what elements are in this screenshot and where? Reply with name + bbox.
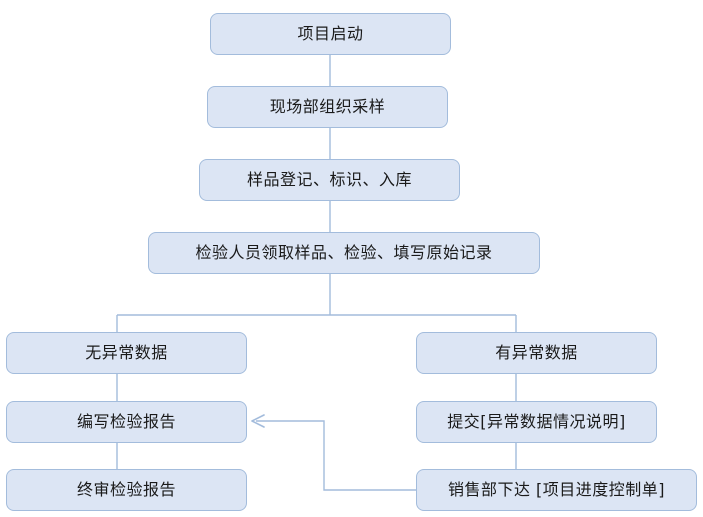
- node-label: 提交[异常数据情况说明]: [447, 412, 626, 431]
- node-final-inspection-report[interactable]: 终审检验报告: [6, 469, 247, 511]
- node-label: 终审检验报告: [76, 480, 176, 499]
- node-has-abnormal-data[interactable]: 有异常数据: [416, 332, 657, 374]
- connector-n10-n7-feedback: [256, 420, 416, 491]
- node-label: 检验人员领取样品、检验、填写原始记录: [195, 243, 493, 262]
- node-label: 销售部下达 [项目进度控制单]: [447, 480, 666, 499]
- node-label: 无异常数据: [85, 343, 168, 362]
- node-sales-dept-progress-control-order[interactable]: 销售部下达 [项目进度控制单]: [416, 469, 697, 511]
- node-inspector-collect-test-record[interactable]: 检验人员领取样品、检验、填写原始记录: [148, 232, 540, 274]
- node-label: 编写检验报告: [76, 412, 176, 431]
- node-write-inspection-report[interactable]: 编写检验报告: [6, 401, 247, 443]
- node-sample-register-label-storage[interactable]: 样品登记、标识、入库: [199, 159, 460, 201]
- node-label: 现场部组织采样: [269, 97, 386, 116]
- feedback-arrowhead: [251, 414, 265, 428]
- node-submit-abnormal-data-statement[interactable]: 提交[异常数据情况说明]: [416, 401, 657, 443]
- node-project-start[interactable]: 项目启动: [210, 13, 451, 55]
- node-site-dept-sampling[interactable]: 现场部组织采样: [207, 86, 448, 128]
- node-no-abnormal-data[interactable]: 无异常数据: [6, 332, 247, 374]
- node-label: 样品登记、标识、入库: [246, 170, 412, 189]
- node-label: 有异常数据: [495, 343, 578, 362]
- node-label: 项目启动: [297, 24, 364, 43]
